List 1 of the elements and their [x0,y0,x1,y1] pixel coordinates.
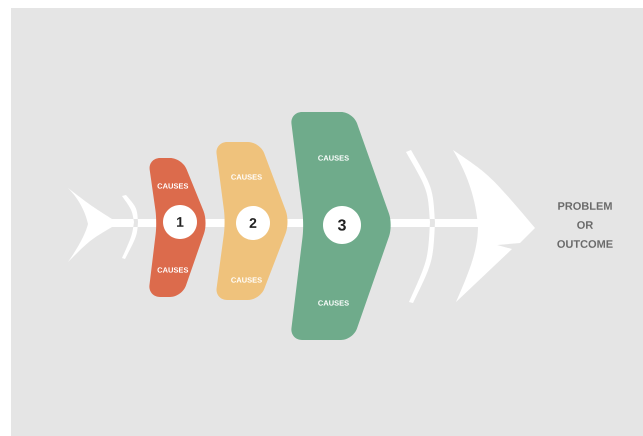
outcome-label: PROBLEM OR OUTCOME [557,202,613,248]
